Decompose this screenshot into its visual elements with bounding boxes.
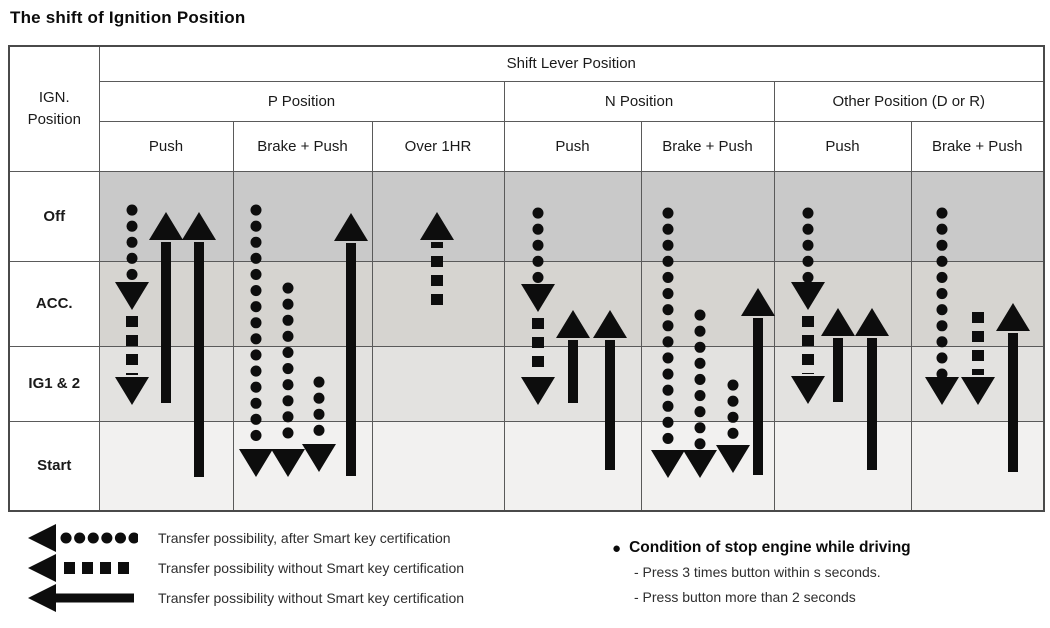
note-title-text: Condition of stop engine while driving	[629, 539, 911, 556]
row-label-start: Start	[8, 420, 100, 512]
row-label-acc: ACC.	[8, 260, 100, 347]
grid-cell	[98, 170, 234, 262]
dotted-arrow-icon	[28, 524, 138, 552]
grid-cell	[503, 170, 642, 262]
grid-cell	[371, 420, 505, 512]
grid-cell	[773, 345, 912, 422]
grid-cell	[98, 260, 234, 347]
grid-cell	[232, 420, 373, 512]
corner-header-ign-position: IGN. Position	[8, 45, 100, 172]
grid-cell	[910, 170, 1045, 262]
legend-item: Transfer possibility without Smart key c…	[26, 583, 464, 613]
grid-cell	[503, 260, 642, 347]
grid-cell	[371, 170, 505, 262]
row-label-off: Off	[8, 170, 100, 262]
header-shift-lever-position: Shift Lever Position	[98, 45, 1045, 82]
grid-cell	[503, 420, 642, 512]
grid-cell	[371, 260, 505, 347]
legend-label: Transfer possibility without Smart key c…	[158, 560, 465, 576]
grid-cell	[640, 260, 775, 347]
legend-label: Transfer possibility, after Smart key ce…	[158, 530, 451, 546]
grid-cell	[98, 420, 234, 512]
ignition-shift-table: IGN. Position Shift Lever Position P Pos…	[8, 45, 1046, 512]
dashed-arrow-icon	[28, 554, 136, 582]
table-row: P Position N Position Other Position (D …	[9, 80, 1045, 122]
grid-cell	[773, 170, 912, 262]
group-header-n-position: N Position	[503, 80, 775, 122]
grid-cell	[371, 345, 505, 422]
grid-cell	[232, 345, 373, 422]
legend-item: Transfer possibility, after Smart key ce…	[26, 523, 464, 553]
grid-cell	[910, 345, 1045, 422]
column-header: Push	[98, 120, 234, 172]
table-row-off: Off	[8, 170, 1045, 262]
stop-engine-note: ● Condition of stop engine while driving…	[612, 539, 911, 607]
column-header: Push	[773, 120, 912, 172]
grid-cell	[910, 260, 1045, 347]
grid-cell	[503, 345, 642, 422]
grid-cell	[232, 260, 373, 347]
table-row-start: Start	[8, 420, 1045, 512]
group-header-p-position: P Position	[98, 80, 505, 122]
column-header: Brake + Push	[640, 120, 775, 172]
note-line: - Press button more than 2 seconds	[634, 589, 856, 605]
note-line: - Press 3 times button within s seconds.	[634, 564, 881, 580]
grid-cell	[232, 170, 373, 262]
grid-cell	[910, 420, 1045, 512]
table-row: Push Brake + Push Over 1HR Push Brake + …	[9, 120, 1045, 172]
page-title: The shift of Ignition Position	[10, 8, 246, 27]
grid-cell	[773, 260, 912, 347]
table-row-acc: ACC.	[8, 260, 1045, 347]
legend: Transfer possibility, after Smart key ce…	[26, 523, 464, 613]
table-row-ig1-2: IG1 & 2	[8, 345, 1045, 422]
solid-arrow-icon	[28, 584, 134, 612]
row-label-ig1-2: IG1 & 2	[8, 345, 100, 422]
column-header: Push	[503, 120, 642, 172]
grid-cell	[640, 170, 775, 262]
note-title: ● Condition of stop engine while driving	[612, 539, 911, 557]
group-header-other-position: Other Position (D or R)	[773, 80, 1045, 122]
column-header: Brake + Push	[232, 120, 373, 172]
column-header: Over 1HR	[371, 120, 505, 172]
column-header: Brake + Push	[910, 120, 1045, 172]
legend-label: Transfer possibility without Smart key c…	[158, 590, 465, 606]
bullet-icon: ●	[612, 539, 622, 557]
grid-cell	[640, 420, 775, 512]
table-row: IGN. Position Shift Lever Position	[8, 45, 1045, 172]
legend-item: Transfer possibility without Smart key c…	[26, 553, 464, 583]
grid-cell	[98, 345, 234, 422]
grid-cell	[640, 345, 775, 422]
grid-cell	[773, 420, 912, 512]
